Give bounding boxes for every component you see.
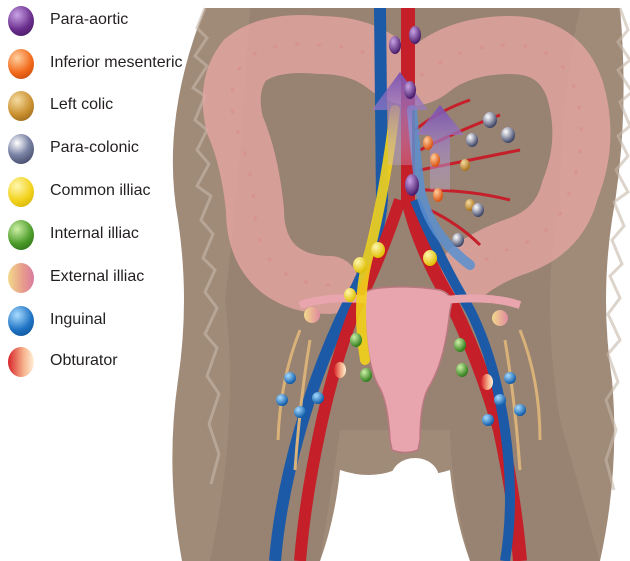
legend-item-para-aortic: Para-aortic [4, 4, 214, 38]
left-colic-node-icon [8, 91, 34, 121]
legend-item-para-colonic: Para-colonic [4, 132, 214, 166]
legend-label: Para-colonic [50, 139, 139, 157]
obturator-node-icon [8, 347, 34, 377]
legend-item-obturator: Obturator [4, 345, 214, 379]
legend-item-internal-iliac: Internal illiac [4, 218, 214, 252]
inferior-mesenteric-node-icon [8, 49, 34, 79]
legend-label: Para-aortic [50, 11, 128, 29]
legend-item-common-iliac: Common illiac [4, 175, 214, 209]
legend-label: External illiac [50, 268, 144, 286]
legend-label: Obturator [50, 352, 118, 370]
legend-label: Left colic [50, 96, 113, 114]
external-iliac-node-icon [8, 263, 34, 293]
internal-iliac-node-icon [8, 220, 34, 250]
para-aortic-node-icon [8, 6, 34, 36]
legend-label: Common illiac [50, 182, 150, 200]
groin [391, 458, 439, 498]
legend: Para-aortic Inferior mesenteric Left col… [0, 0, 215, 380]
inguinal-node-icon [8, 306, 34, 336]
para-colonic-node-icon [8, 134, 34, 164]
legend-label: Internal illiac [50, 225, 139, 243]
legend-label: Inferior mesenteric [50, 54, 183, 72]
legend-item-external-iliac: External illiac [4, 261, 214, 295]
legend-item-inferior-mesenteric: Inferior mesenteric [4, 47, 214, 81]
legend-label: Inguinal [50, 311, 106, 329]
legend-item-left-colic: Left colic [4, 89, 214, 123]
legend-item-inguinal: Inguinal [4, 304, 214, 338]
common-iliac-node-icon [8, 177, 34, 207]
